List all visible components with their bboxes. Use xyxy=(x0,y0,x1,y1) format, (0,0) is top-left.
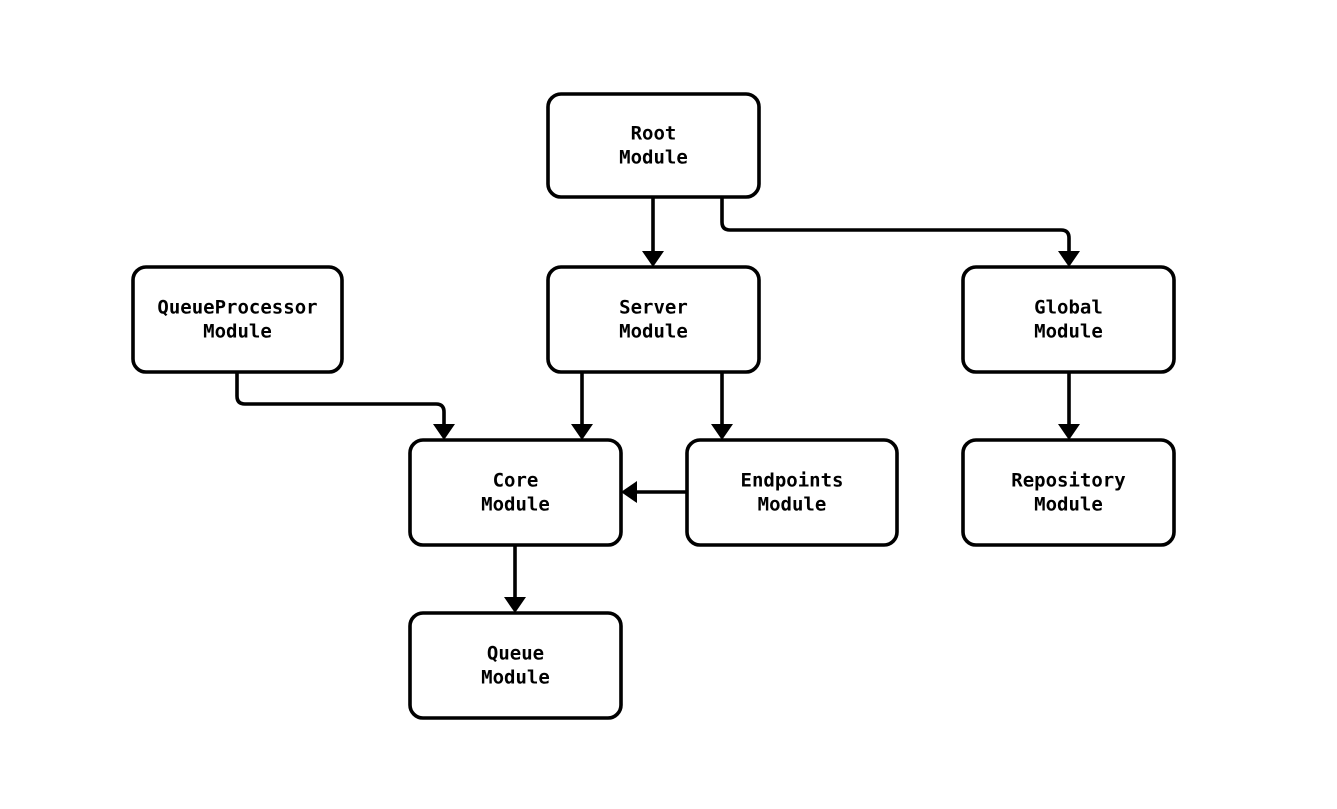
root-module-node-label-line2: Module xyxy=(619,146,688,168)
core-module-node-label-line1: Core xyxy=(493,469,539,491)
server-module-node-label-line2: Module xyxy=(619,320,688,342)
endpoints-module-node-label-line1: Endpoints xyxy=(741,469,844,491)
edge-root-to-server xyxy=(642,197,664,267)
core-module-node-box[interactable] xyxy=(408,438,623,547)
queueprocessor-module-node-label-line2: Module xyxy=(203,320,272,342)
edge-server-to-core-arrowhead-icon xyxy=(571,424,593,440)
edge-root-to-server-arrowhead-icon xyxy=(642,251,664,267)
queue-module-node-box[interactable] xyxy=(408,611,623,720)
edge-queueprocessor-to-core-line xyxy=(235,372,446,426)
root-module-node-box[interactable] xyxy=(546,92,761,199)
edge-core-to-queue xyxy=(504,545,526,613)
global-module-node-box[interactable] xyxy=(961,265,1176,374)
server-module-node-label-line1: Server xyxy=(619,296,688,318)
edge-root-to-global-line xyxy=(720,197,1071,253)
global-module-node-label-line1: Global xyxy=(1034,296,1103,318)
edge-global-to-repository xyxy=(1058,372,1080,440)
core-module-node-label-line2: Module xyxy=(481,493,550,515)
endpoints-module-node-box[interactable] xyxy=(685,438,899,547)
root-module-node-label-line1: Root xyxy=(631,122,677,144)
edge-server-to-endpoints-arrowhead-icon xyxy=(711,424,733,440)
edge-queueprocessor-to-core xyxy=(235,372,455,440)
queueprocessor-module-node-box[interactable] xyxy=(131,265,344,374)
queue-module-node-label-line1: Queue xyxy=(487,642,544,664)
repository-module-node-label-line2: Module xyxy=(1034,493,1103,515)
edges-layer xyxy=(235,197,1080,613)
edge-server-to-endpoints xyxy=(711,372,733,440)
queueprocessor-module-node-label-line1: QueueProcessor xyxy=(157,296,317,318)
edge-server-to-core xyxy=(571,372,593,440)
edge-global-to-repository-arrowhead-icon xyxy=(1058,424,1080,440)
edge-root-to-global xyxy=(720,197,1080,267)
edge-endpoints-to-core-arrowhead-icon xyxy=(621,481,637,503)
edge-core-to-queue-arrowhead-icon xyxy=(504,597,526,613)
repository-module-node-box[interactable] xyxy=(961,438,1176,547)
queue-module-node-label-line2: Module xyxy=(481,666,550,688)
repository-module-node-label-line1: Repository xyxy=(1011,469,1125,491)
server-module-node-box[interactable] xyxy=(546,265,761,374)
edge-queueprocessor-to-core-arrowhead-icon xyxy=(433,424,455,440)
global-module-node-label-line2: Module xyxy=(1034,320,1103,342)
edge-endpoints-to-core xyxy=(621,481,687,503)
endpoints-module-node-label-line2: Module xyxy=(758,493,827,515)
edge-root-to-global-arrowhead-icon xyxy=(1058,251,1080,267)
